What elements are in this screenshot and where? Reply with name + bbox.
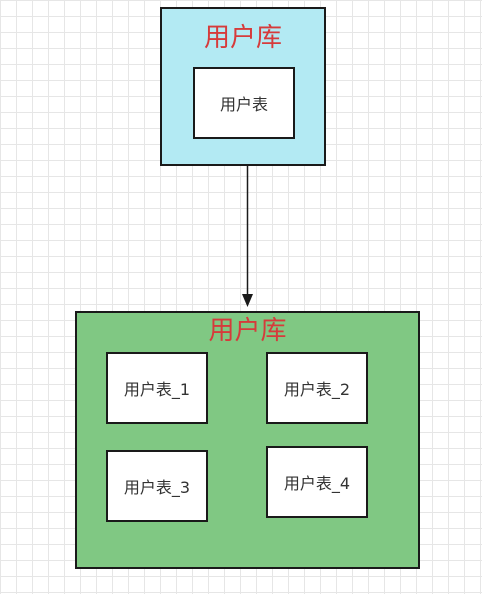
target-table-box-1: 用户表_1 — [106, 352, 208, 424]
target-database-title: 用户库 — [208, 316, 287, 346]
target-table-box-3: 用户表_3 — [106, 450, 208, 522]
source-database-box: 用户库 用户表 — [160, 7, 326, 166]
source-database-title: 用户库 — [203, 23, 282, 53]
target-table-box-2: 用户表_2 — [266, 352, 368, 424]
target-table-box-4: 用户表_4 — [266, 446, 368, 518]
source-table-box: 用户表 — [193, 67, 295, 139]
target-database-box: 用户库 用户表_1 用户表_2 用户表_3 用户表_4 — [75, 311, 420, 569]
